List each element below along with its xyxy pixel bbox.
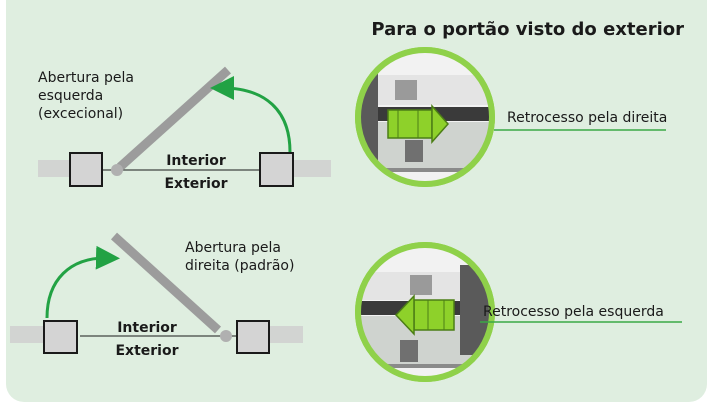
bottom-detail: Retrocesso pela esquerda [355,242,682,382]
wall-left [38,160,72,177]
opening-label: Abertura pela esquerda (excecional) [38,70,138,122]
motor-retract-left-icon [394,294,455,336]
retract-label: Retrocesso pela direita [507,110,667,126]
top-detail: Retrocesso pela direita [355,47,667,187]
top-gate-diagram: Abertura pela esquerda (excecional) Inte… [38,66,331,192]
opening-arrow [45,245,120,319]
diagram-title: Para o portão visto do exterior [371,19,684,40]
wall-left [10,326,44,343]
hinge-point [220,330,232,342]
gate-post-left [69,152,103,187]
hinge-point [111,164,123,176]
gate-post-left [43,320,78,354]
gate-leaf [110,232,222,334]
interior-label: Interior [166,153,226,169]
interior-label: Interior [117,320,177,336]
motor-retract-right-icon [387,104,450,144]
wall-right [269,326,303,343]
wall-right [291,160,331,177]
opening-label: Abertura pela direita (padrão) [185,240,294,274]
exterior-label: Exterior [164,176,227,192]
gate-post-right [259,152,294,187]
diagram-panel [6,0,707,402]
bottom-gate-diagram: Abertura pela direita (padrão) Interior … [10,232,303,359]
retract-label: Retrocesso pela esquerda [483,304,664,320]
exterior-label: Exterior [115,343,178,359]
gate-post-right [236,320,270,354]
opening-arrow [210,76,292,153]
gate-leaf [116,66,232,171]
